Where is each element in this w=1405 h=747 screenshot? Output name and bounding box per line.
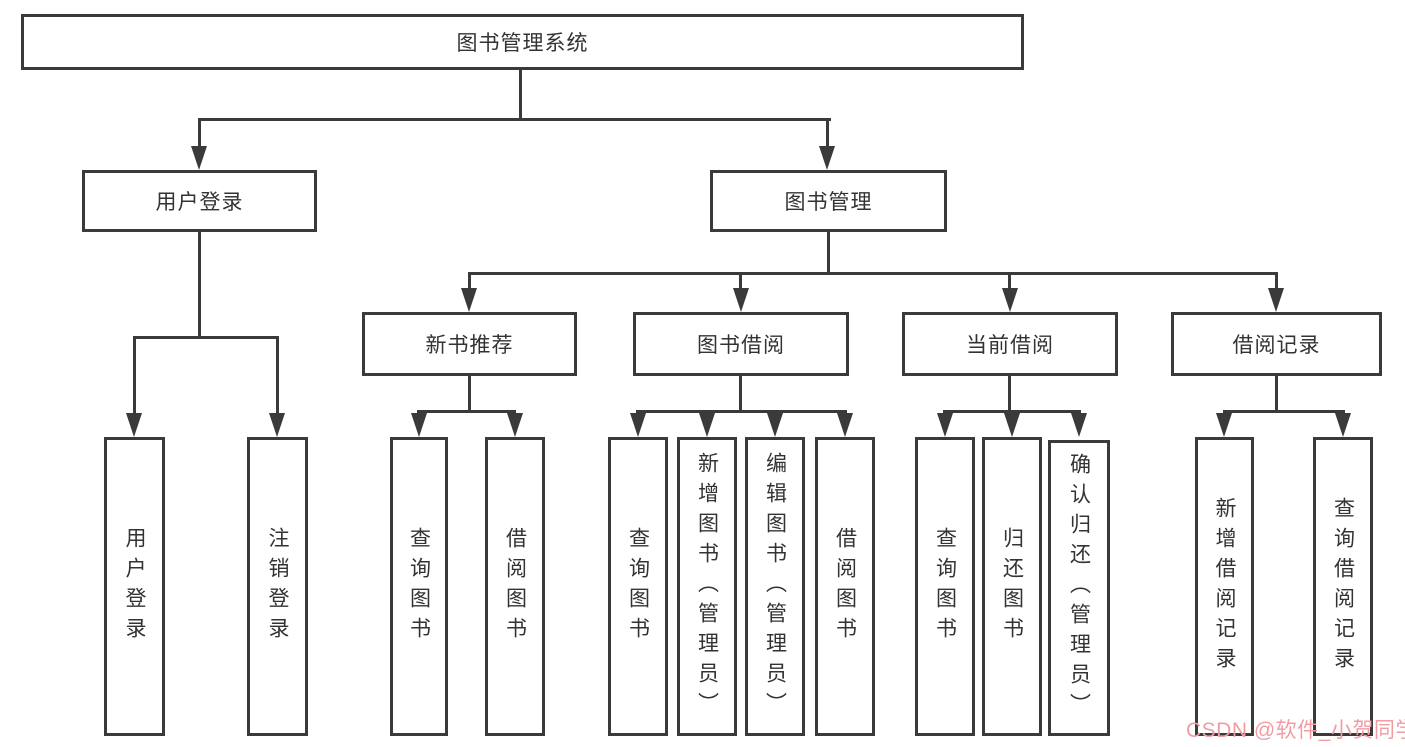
node-borrowing-records-label: 借阅记录 [1232, 334, 1321, 357]
arrowhead-borrowing [733, 288, 749, 312]
connector-drop-leaf-logout [276, 336, 279, 416]
connector-records-hbar [1223, 410, 1345, 413]
connector-current-hbar [943, 410, 1081, 413]
connector-drop-records [1275, 272, 1278, 289]
connector-userlogin-stem [198, 232, 201, 339]
connector-root-hbar [198, 118, 831, 121]
leaf-label-logout: 注销登录 [266, 526, 289, 647]
arrowhead-records-query [1335, 413, 1351, 437]
arrowhead-records [1268, 288, 1284, 312]
leaf-box-confirm-return-admin: 确认归还（管理员） [1048, 440, 1110, 736]
node-book-borrowing: 图书借阅 [633, 312, 849, 376]
connector-drop-borrowing [739, 272, 742, 289]
node-book-management-label: 图书管理 [784, 191, 873, 214]
node-book-borrowing-label: 图书借阅 [697, 334, 785, 357]
arrowhead-recommend-query [411, 413, 427, 437]
connector-drop-user-login [198, 118, 201, 148]
leaf-box-add-borrow-record: 新增借阅记录 [1195, 437, 1254, 736]
leaf-label-recommend-borrow-books: 借阅图书 [503, 526, 527, 647]
arrowhead-borrowing-borrow [837, 413, 853, 437]
leaf-label-user-login: 用户登录 [123, 526, 146, 647]
arrowhead-leaf-logout [269, 413, 285, 437]
leaf-box-logout: 注销登录 [247, 437, 308, 736]
leaf-label-recommend-query-books: 查询图书 [407, 526, 431, 647]
leaf-box-edit-books-admin: 编辑图书（管理员） [745, 437, 805, 736]
connector-recommend-stem [468, 376, 471, 413]
leaf-label-add-borrow-record: 新增借阅记录 [1213, 496, 1236, 677]
leaf-label-confirm-return-admin: 确认归还（管理员） [1067, 453, 1091, 723]
node-new-book-recommend: 新书推荐 [362, 312, 577, 376]
root-node-label: 图书管理系统 [456, 32, 589, 55]
leaf-box-borrowing-query-books: 查询图书 [608, 437, 668, 736]
connector-userlogin-hbar [133, 336, 279, 339]
arrowhead-current [1002, 288, 1018, 312]
arrowhead-book-mgmt [819, 146, 835, 170]
connector-drop-new-books [468, 272, 471, 289]
node-book-management: 图书管理 [710, 170, 947, 232]
arrowhead-current-query [937, 413, 953, 437]
arrowhead-recommend-borrow [507, 413, 523, 437]
leaf-box-recommend-borrow-books: 借阅图书 [485, 437, 545, 736]
connector-root-stem [519, 70, 522, 121]
leaf-label-return-books: 归还图书 [1000, 526, 1024, 647]
connector-records-stem [1275, 376, 1278, 413]
arrowhead-current-return [1004, 413, 1020, 437]
connector-recommend-hbar [417, 410, 516, 413]
connector-bookmgmt-hbar [468, 272, 1278, 275]
node-borrowing-records: 借阅记录 [1171, 312, 1382, 376]
leaf-box-current-query-books: 查询图书 [915, 437, 975, 736]
arrowhead-user-login [191, 146, 207, 170]
node-current-borrowing: 当前借阅 [902, 312, 1118, 376]
node-user-login-label: 用户登录 [155, 191, 244, 214]
connector-bookmgmt-stem [827, 232, 830, 275]
node-user-login: 用户登录 [82, 170, 317, 232]
leaf-label-add-books-admin: 新增图书（管理员） [695, 451, 719, 722]
arrowhead-borrowing-query [630, 413, 646, 437]
leaf-label-edit-books-admin: 编辑图书（管理员） [763, 451, 787, 722]
connector-current-stem [1008, 376, 1011, 413]
leaf-label-query-borrow-record: 查询借阅记录 [1331, 496, 1355, 677]
node-current-borrowing-label: 当前借阅 [966, 334, 1054, 357]
arrowhead-new-books [461, 288, 477, 312]
leaf-box-recommend-query-books: 查询图书 [390, 437, 448, 736]
node-new-book-recommend-label: 新书推荐 [425, 334, 514, 357]
connector-drop-current [1008, 272, 1011, 289]
arrowhead-current-confirm [1071, 413, 1087, 437]
arrowhead-borrowing-edit [767, 413, 783, 437]
arrowhead-records-add [1216, 413, 1232, 437]
leaf-box-query-borrow-record: 查询借阅记录 [1313, 437, 1373, 736]
arrowhead-borrowing-add [699, 413, 715, 437]
leaf-box-add-books-admin: 新增图书（管理员） [677, 437, 737, 736]
leaf-box-return-books: 归还图书 [982, 437, 1042, 736]
csdn-watermark: CSDN @软件_小贺同学 [1186, 719, 1405, 742]
leaf-box-user-login: 用户登录 [104, 437, 165, 736]
leaf-label-current-query-books: 查询图书 [933, 526, 957, 647]
connector-drop-leaf-login [133, 336, 136, 416]
connector-borrowing-hbar [636, 410, 847, 413]
arrowhead-leaf-login [126, 413, 142, 437]
leaf-box-borrow-books: 借阅图书 [815, 437, 875, 736]
leaf-label-borrow-books: 借阅图书 [833, 526, 857, 647]
connector-borrowing-stem [739, 376, 742, 413]
leaf-label-borrowing-query-books: 查询图书 [626, 526, 650, 647]
connector-drop-book-mgmt [826, 118, 829, 148]
root-node-library-system: 图书管理系统 [21, 14, 1024, 70]
